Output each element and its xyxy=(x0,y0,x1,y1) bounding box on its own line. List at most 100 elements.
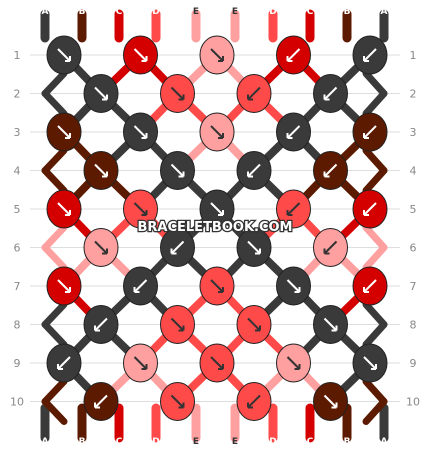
knot-arrowhead-icon xyxy=(218,56,224,62)
strand-label-top: A xyxy=(42,7,49,17)
knot-arrow-icon xyxy=(323,163,338,178)
strand-label-top: D xyxy=(152,7,159,17)
knot-arrow-icon xyxy=(133,279,148,293)
row-label: 3 xyxy=(410,126,417,139)
knot xyxy=(313,382,348,421)
edge-strand xyxy=(362,321,388,348)
knot xyxy=(46,343,82,383)
knot-arrowhead-icon xyxy=(102,248,108,255)
knot-arrow-icon xyxy=(363,202,377,216)
knot-arrowhead-icon xyxy=(331,402,338,409)
strand-label-top: B xyxy=(344,7,351,17)
knot-arrow-icon xyxy=(247,240,261,255)
edge-strand xyxy=(362,147,388,174)
knot-arrow-icon xyxy=(323,240,338,255)
knot xyxy=(276,35,311,75)
knot-arrow-icon xyxy=(363,125,377,139)
row-label: 9 xyxy=(14,357,21,370)
knot xyxy=(160,228,195,267)
edge-strand xyxy=(362,90,388,117)
knot xyxy=(199,35,235,75)
knot-arrow-icon xyxy=(57,202,71,216)
knot-arrowhead-icon xyxy=(363,56,369,62)
knot xyxy=(83,74,119,113)
edge-strand xyxy=(41,321,68,348)
knot-arrow-icon xyxy=(133,125,148,139)
knot xyxy=(123,343,158,383)
strand-label-bottom: A xyxy=(381,437,388,447)
knot xyxy=(46,112,82,152)
knot-arrow-icon xyxy=(247,163,261,178)
knot-arrow-icon xyxy=(94,86,108,101)
knot xyxy=(160,151,195,190)
strand-label-top: E xyxy=(193,7,199,17)
knot-arrowhead-icon xyxy=(141,133,148,139)
knot-arrowhead-icon xyxy=(141,364,148,370)
knot-arrow-icon xyxy=(57,279,71,293)
watermark-text: BRACELETBOOK.COM xyxy=(138,220,293,235)
knot xyxy=(160,305,195,344)
knot-arrow-icon xyxy=(247,86,261,101)
knot-arrowhead-icon xyxy=(286,56,293,62)
knot-arrow-icon xyxy=(286,48,301,62)
edge-strand xyxy=(41,398,68,425)
knot-arrowhead-icon xyxy=(331,325,338,332)
knot-arrow-icon xyxy=(286,202,301,216)
knot-arrow-icon xyxy=(323,86,338,101)
row-label: 8 xyxy=(14,319,21,332)
row-label: 6 xyxy=(410,242,417,255)
knot xyxy=(313,74,348,113)
knot-arrow-icon xyxy=(363,48,377,62)
edge-strand xyxy=(41,90,68,117)
knot xyxy=(352,35,388,75)
knot xyxy=(46,189,82,229)
knot xyxy=(83,305,119,344)
row-label: 10 xyxy=(406,396,420,409)
knot-arrowhead-icon xyxy=(255,325,261,332)
knot-arrow-icon xyxy=(286,356,301,370)
knot-arrow-icon xyxy=(247,317,261,332)
edge-strand xyxy=(41,70,68,97)
strand-label-bottom: A xyxy=(42,437,49,447)
edge-strand xyxy=(362,244,388,271)
row-label: 5 xyxy=(14,203,21,216)
strand-label-bottom: C xyxy=(307,437,314,447)
row-label: 4 xyxy=(14,165,21,178)
knot xyxy=(236,382,272,421)
strand-label-bottom: E xyxy=(193,437,199,447)
knot xyxy=(160,74,195,113)
knot-arrow-icon xyxy=(170,317,185,332)
knot-arrowhead-icon xyxy=(286,133,293,139)
knot xyxy=(123,112,158,152)
knot-arrowhead-icon xyxy=(294,287,301,293)
knot xyxy=(276,343,311,383)
knot xyxy=(83,151,119,190)
knot-arrowhead-icon xyxy=(65,287,71,293)
row-label: 1 xyxy=(14,49,21,62)
row-label: 6 xyxy=(14,242,21,255)
knot-arrow-icon xyxy=(210,125,224,139)
knot-arrowhead-icon xyxy=(141,210,148,216)
strand-label-bottom: D xyxy=(269,437,276,447)
knot xyxy=(199,266,235,306)
knot xyxy=(83,382,119,421)
knot-arrow-icon xyxy=(170,240,185,255)
knot-arrow-icon xyxy=(133,356,148,370)
knot-arrow-icon xyxy=(210,279,224,293)
knot xyxy=(123,35,158,75)
knot xyxy=(352,343,388,383)
knot-arrow-icon xyxy=(247,394,261,409)
knot-arrowhead-icon xyxy=(178,171,185,178)
strand-label-top: E xyxy=(232,7,238,17)
knot-arrowhead-icon xyxy=(255,248,261,255)
knot-arrowhead-icon xyxy=(133,287,140,293)
knot-arrow-icon xyxy=(133,202,148,216)
strand-label-bottom: D xyxy=(152,437,159,447)
knot xyxy=(313,228,348,267)
knot-arrowhead-icon xyxy=(323,248,330,255)
knot-arrowhead-icon xyxy=(65,210,71,216)
strand-label-bottom: E xyxy=(232,437,238,447)
